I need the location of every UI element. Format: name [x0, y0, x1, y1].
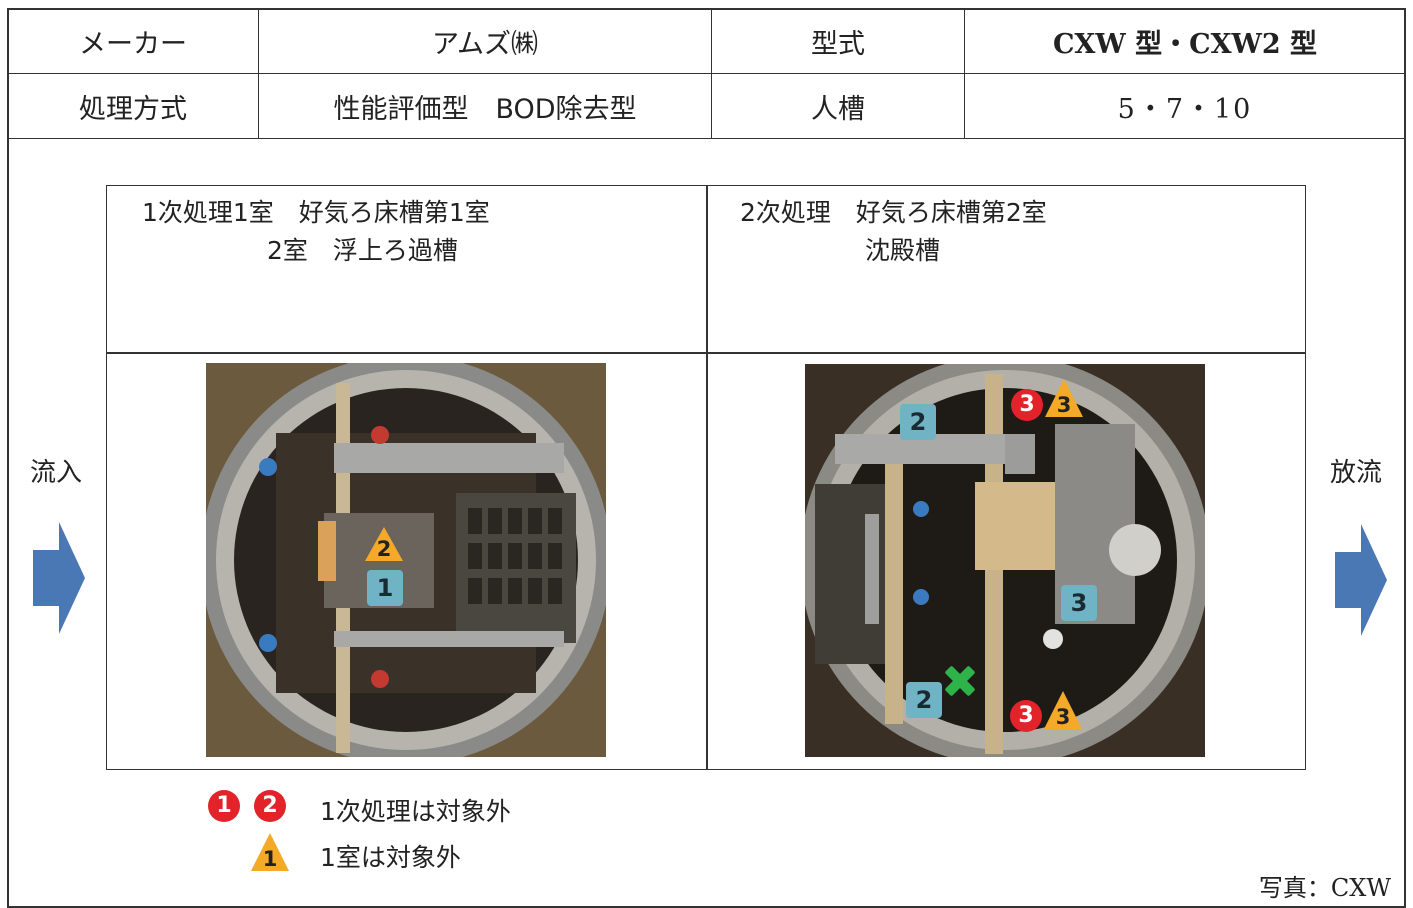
capacity-label: 人槽 [711, 73, 965, 139]
model-value: CXW 型・CXW2 型 [964, 8, 1406, 74]
inflow-arrow-icon [33, 522, 85, 634]
right-description: 2次処理 好気ろ床槽第2室 沈殿槽 [740, 198, 1047, 265]
right-top-triangle-badge: 3 [1044, 378, 1084, 417]
right-top-circle-badge: 3 [1011, 389, 1043, 421]
legend-text-2: 1室は対象外 [320, 843, 461, 872]
capacity-value: 5・7・10 [964, 73, 1406, 139]
left-tank-photo [206, 363, 606, 757]
spec-row-1: メーカー アムズ㈱ 型式 CXW 型・CXW2 型 [7, 8, 1406, 74]
maker-value: アムズ㈱ [258, 8, 712, 74]
outflow-label: 放流 [1330, 458, 1383, 488]
right-tank-photo [805, 364, 1205, 757]
right-square-badge-lower: 2 [906, 682, 942, 718]
outflow-arrow-icon [1335, 524, 1387, 636]
legend-triangle: 1 [250, 832, 290, 871]
spec-row-2: 処理方式 性能評価型 BOD除去型 人槽 5・7・10 [7, 73, 1406, 139]
right-square-badge-upper: 2 [900, 404, 936, 440]
divider-horizontal [106, 352, 1306, 354]
legend-circle-2: 2 [254, 790, 286, 822]
right-square-badge-right: 3 [1061, 585, 1097, 621]
legend-text-1: 1次処理は対象外 [320, 797, 511, 826]
right-bottom-triangle-badge: 3 [1043, 690, 1083, 729]
left-triangle-badge: 2 [364, 526, 404, 562]
left-square-badge: 1 [367, 570, 403, 606]
method-label: 処理方式 [7, 73, 259, 139]
method-value: 性能評価型 BOD除去型 [258, 73, 712, 139]
inflow-label: 流入 [30, 458, 83, 488]
spec-table: メーカー アムズ㈱ 型式 CXW 型・CXW2 型 処理方式 性能評価型 BOD… [7, 8, 1406, 139]
photo-caption: 写真：CXW [1258, 874, 1391, 902]
legend-circle-1: 1 [208, 790, 240, 822]
green-cross-icon [945, 666, 975, 696]
maker-label: メーカー [7, 8, 259, 74]
right-bottom-circle-badge: 3 [1010, 700, 1042, 732]
model-label: 型式 [711, 8, 965, 74]
divider-vertical [706, 185, 708, 770]
left-description: 1次処理1室 好気ろ床槽第1室 2室 浮上ろ過槽 [142, 198, 490, 265]
